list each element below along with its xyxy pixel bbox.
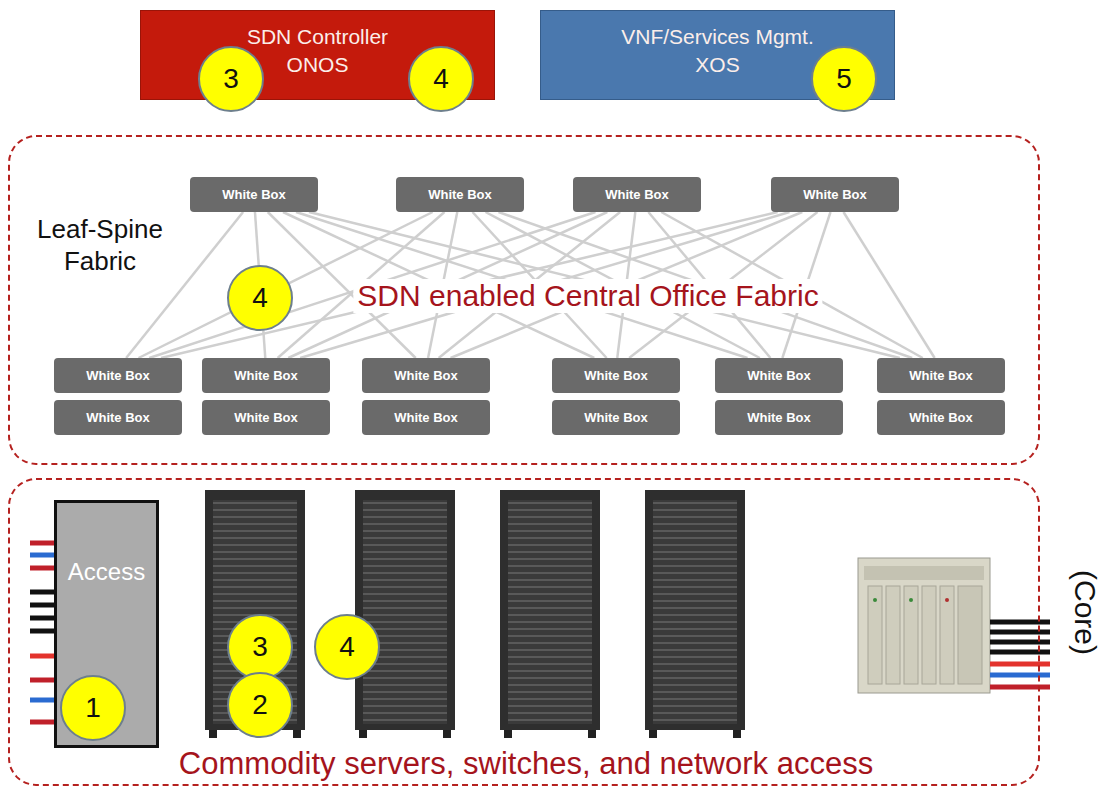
sdn-controller-box: SDN Controller ONOS3 4 [140, 10, 495, 100]
node-label: White Box [584, 368, 648, 383]
node-label: 4 [339, 632, 355, 662]
node-label: White Box [584, 410, 648, 425]
node-label: 2 [252, 690, 268, 720]
server-rack [205, 490, 745, 738]
access-box: Access 1 [54, 500, 159, 748]
node-label: SDN Controller ONOS [230, 23, 405, 79]
callout-number: 2 [227, 672, 293, 738]
white-box-switch: White Box [54, 400, 182, 435]
left-cables [30, 543, 54, 722]
node-label: 4 [252, 283, 268, 313]
callout-number: 1 [60, 675, 126, 741]
white-box-switch: White Box [202, 358, 330, 393]
white-box-switch: White Box [715, 358, 843, 393]
node-label: White Box [394, 368, 458, 383]
node-label: White Box [909, 410, 973, 425]
node-label: Leaf-Spine Fabric [30, 213, 170, 277]
callout-number: 3 [227, 614, 293, 680]
node-label: White Box [234, 410, 298, 425]
node-label: Access [57, 558, 156, 586]
callout-number: 3 [198, 46, 264, 112]
white-box-switch: White Box [715, 400, 843, 435]
node-label: White Box [747, 410, 811, 425]
services-mgmt-box: VNF/Services Mgmt. XOS5 [540, 10, 895, 100]
fabric-link [843, 212, 934, 358]
node-label: White Box [86, 410, 150, 425]
white-box-switch: White Box [552, 358, 680, 393]
node-label: White Box [605, 187, 669, 202]
node-label: White Box [909, 368, 973, 383]
node-sublabel: SDN enabled Central Office Fabric [353, 279, 822, 313]
white-box-switch: White Box [396, 177, 524, 212]
white-box-switch: White Box [54, 358, 182, 393]
white-box-switch: White Box [362, 358, 490, 393]
core-label: (Core) [1067, 570, 1103, 650]
white-box-switch: White Box [877, 358, 1005, 393]
white-box-switch: White Box [362, 400, 490, 435]
core-router-chassis [858, 558, 990, 693]
node-label: White Box [394, 410, 458, 425]
node-label: 5 [836, 64, 852, 94]
node-label: 3 [223, 64, 239, 94]
node-label: 4 [433, 64, 449, 94]
callout-number: 4 [227, 265, 293, 331]
node-label: White Box [234, 368, 298, 383]
white-box-switch: White Box [877, 400, 1005, 435]
node-label: White Box [747, 368, 811, 383]
white-box-switch: White Box [202, 400, 330, 435]
node-label: White Box [86, 368, 150, 383]
white-box-switch: White Box [552, 400, 680, 435]
core-cables [990, 622, 1050, 687]
callout-number: 4 [314, 614, 380, 680]
node-label: 3 [252, 632, 268, 662]
callout-number: 4 [408, 46, 474, 112]
node-label: White Box [222, 187, 286, 202]
node-label: Commodity servers, switches, and network… [175, 746, 877, 782]
node-label: 1 [85, 693, 101, 723]
node-label: White Box [428, 187, 492, 202]
white-box-switch: White Box [771, 177, 899, 212]
fabric-link [309, 212, 900, 358]
white-box-switch: White Box [573, 177, 701, 212]
white-box-switch: White Box [190, 177, 318, 212]
hardware-region: Commodity servers, switches, and network… [8, 478, 1040, 786]
node-label: VNF/Services Mgmt. XOS [607, 23, 829, 79]
fabric-region: Leaf-Spine FabricSDN enabled Central Off… [8, 135, 1040, 465]
callout-number: 5 [811, 46, 877, 112]
node-label: White Box [803, 187, 867, 202]
